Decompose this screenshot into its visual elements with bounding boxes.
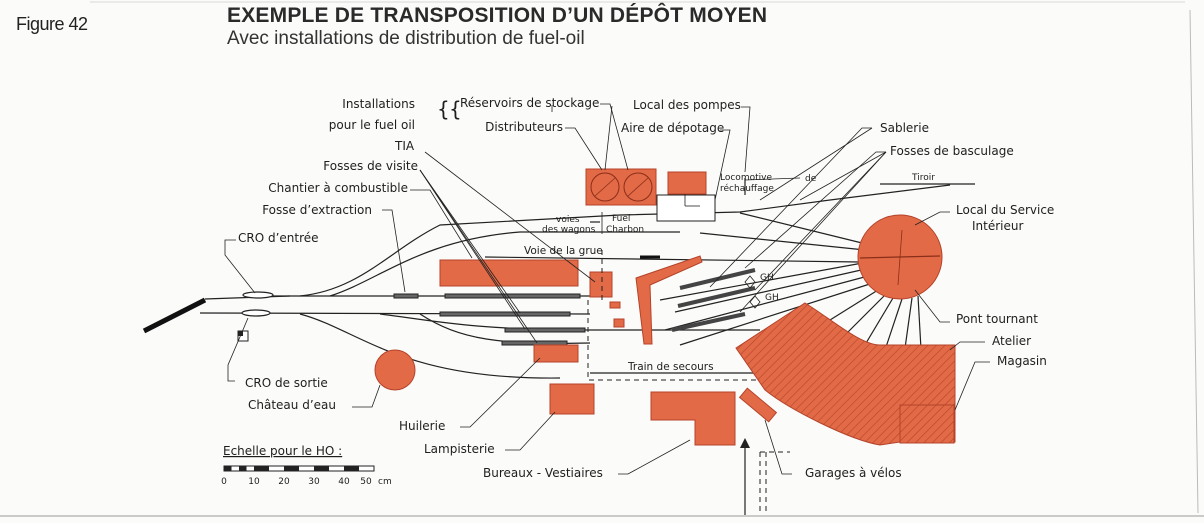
label-voies-1: voies [556,215,580,225]
label-fosses-basculage: Fosses de basculage [890,144,1014,158]
radial-2 [674,267,871,313]
label-tia: TIA [394,139,415,153]
figure-label: Figure 42 [16,14,88,34]
scale-unit: cm [378,477,392,487]
buildings [374,168,956,446]
wagon-track [329,231,680,297]
label-voie-grue: Voie de la grue [524,245,603,257]
leader-lines [224,103,990,475]
scale-tick-20: 20 [278,477,290,487]
label-tiroir: Tiroir [911,173,935,183]
scale-tick-30: 30 [308,477,320,487]
label-voies-2: des wagons [542,225,596,235]
bureaux-building [650,391,736,446]
label-fuel: Fuel [612,214,630,224]
fuel-small-2 [613,318,625,328]
local-pompes [667,171,707,195]
label-distributeurs: Distributeurs [485,120,563,134]
crane-track [484,256,861,263]
label-charbon: Charbon [606,225,644,235]
visit-pit-4 [501,340,568,346]
label-fosses-visite: Fosses de visite [323,159,418,173]
label-chantier: Chantier à combustible [268,181,408,195]
fosse-extraction-pit [393,293,419,299]
label-atelier: Atelier [992,334,1031,348]
label-chateau-eau: Château d’eau [248,398,336,412]
scale-title: Echelle pour le HO : [223,444,342,458]
cro-entree-symbol [242,291,274,299]
label-local-service-2: Intérieur [972,219,1023,233]
tracks [142,183,975,421]
label-gh-1: GH [760,273,774,283]
label-bureaux: Bureaux - Vestiaires [483,466,603,480]
brace-left: { [437,97,450,121]
chateau-eau [374,349,416,391]
grue-structure [635,255,703,345]
signal-box-fill [238,331,243,336]
label-sablerie: Sablerie [880,121,929,135]
label-aire-depotage: Aire de dépotage [621,121,724,135]
brace-right: { [449,97,462,121]
pits [393,268,756,346]
scale-tick-40: 40 [338,477,350,487]
label-reservoirs: Réservoirs de stockage [460,96,599,110]
right-rule [1189,9,1199,514]
page-subtitle: Avec installations de distribution de fu… [227,28,585,49]
cro-sortie-symbol [241,309,271,317]
label-local-service-1: Local du Service [956,203,1054,217]
gh-symbol-2 [749,295,761,309]
radial-4 [679,281,877,346]
label-train-secours: Train de secours [627,361,714,373]
tiroir-lead [299,184,951,297]
bascule-pit-2 [677,286,756,308]
label-pont-tournant: Pont tournant [956,312,1038,326]
label-installations-1: Installations [342,97,415,111]
visit-pit-2 [439,311,571,317]
scale-bar: Echelle pour le HO : 0 10 20 30 40 50 cm [221,444,392,487]
label-garages: Garages à vélos [805,466,902,480]
aire-depotage [656,194,716,222]
label-magasin: Magasin [997,354,1047,368]
label-cro-sortie: CRO de sortie [245,376,328,390]
huilerie-building [533,344,579,363]
visit-pit-3 [504,327,586,333]
label-loco-1: Locomotive [720,173,772,183]
entry-arrow-head [740,438,750,448]
visit-pit-1 [444,293,581,299]
label-loco-2: réchauffage [720,183,774,194]
label-huilerie: Huilerie [399,419,445,433]
page-title: EXEMPLE DE TRANSPOSITION D’UN DÉPÔT MOYE… [227,4,768,27]
pont-tournant-axis [897,229,903,286]
scale-tick-50: 50 [360,477,372,487]
garages-velos [738,387,778,423]
radial-3 [664,274,873,331]
entry-track-thick [142,297,207,334]
fuel-small-1 [609,301,621,309]
lampisterie-building [549,383,595,415]
gh-symbol-1 [744,275,756,289]
scale-tick-10: 10 [248,477,260,487]
label-cro-entree: CRO d’entrée [238,231,319,245]
label-local-pompes: Local des pompes [633,98,741,112]
tia-building [589,271,613,298]
label-installations-2: pour le fuel oil [329,118,415,132]
radial-6 [739,212,863,244]
radial-5 [699,232,866,251]
magasin-building [899,404,955,444]
scale-tick-0: 0 [221,477,227,487]
label-gh-2: GH [765,293,779,303]
bascule-pit-3 [671,312,746,332]
labels: Installations pour le fuel oil Réservoir… [238,96,1054,480]
chantier-combustible [439,259,579,287]
label-loco-de: de [805,174,817,184]
label-lampisterie: Lampisterie [424,442,495,456]
label-fosse-extraction: Fosse d’extraction [262,203,372,217]
